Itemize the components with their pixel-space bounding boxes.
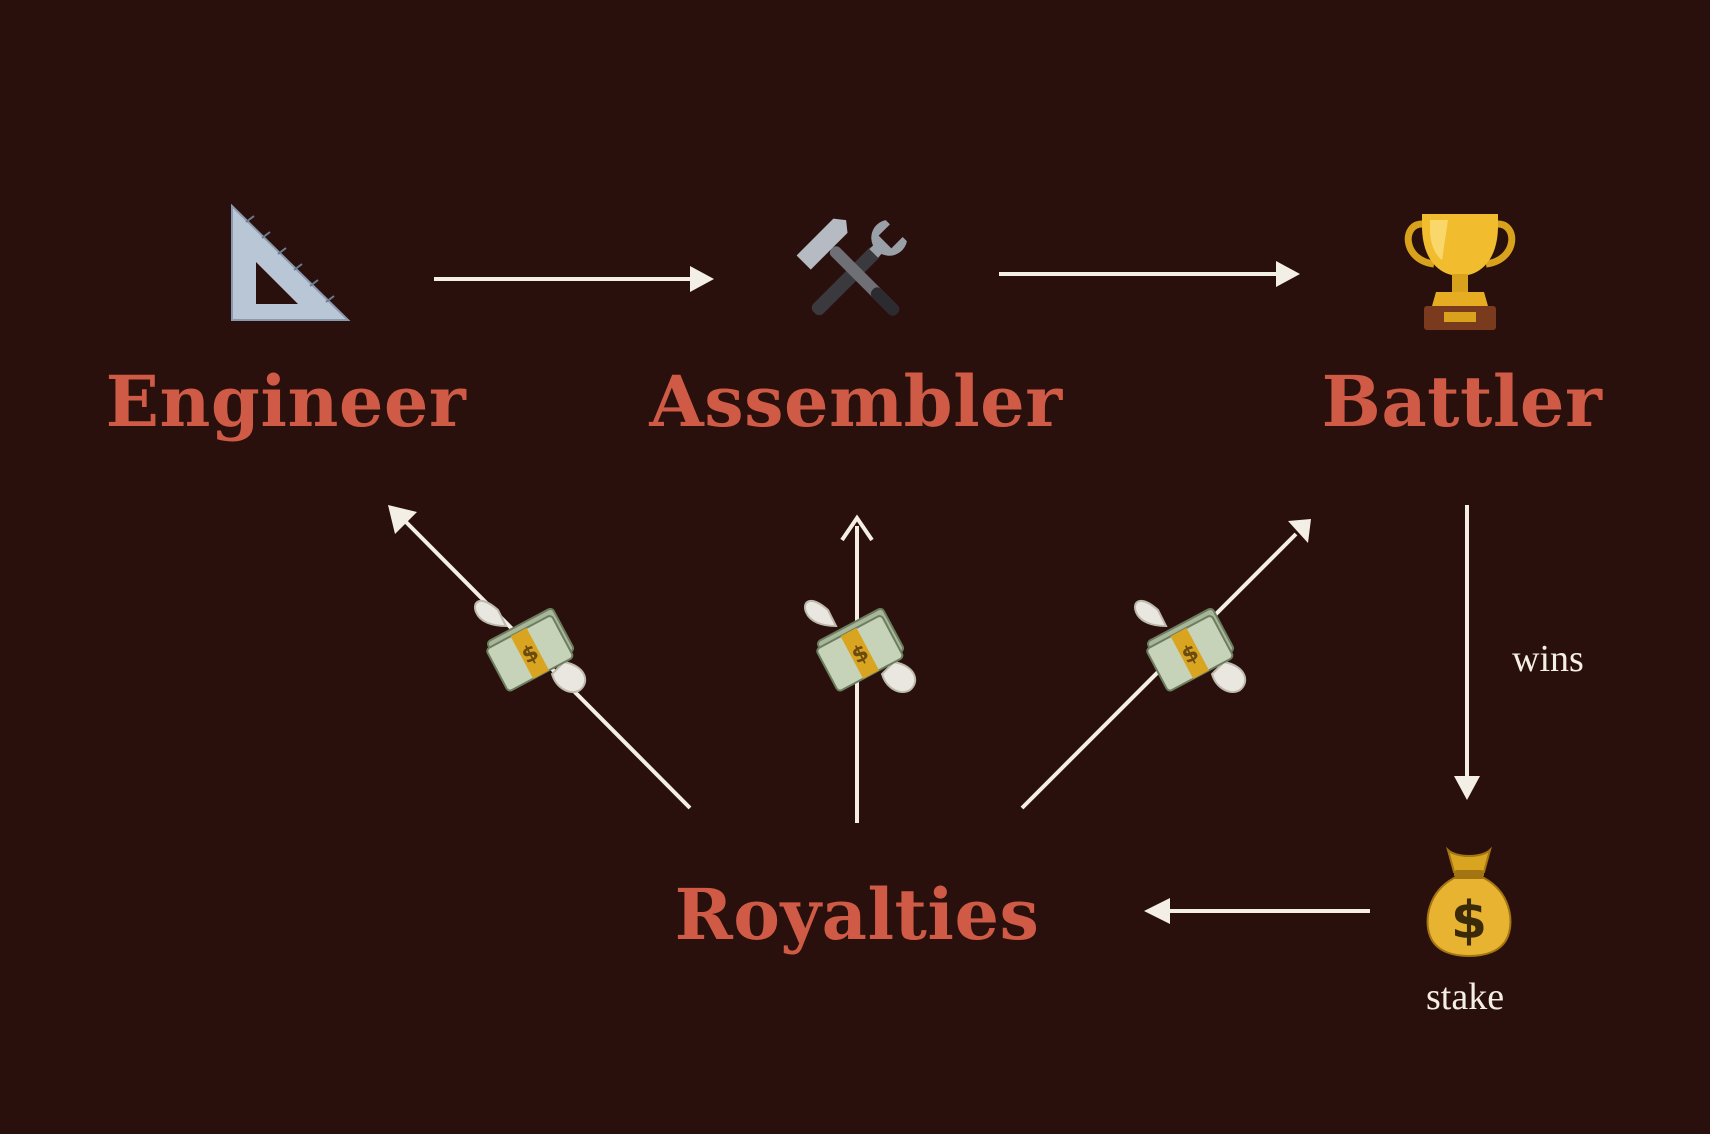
- wins-label: wins: [1512, 638, 1584, 680]
- money-with-wings-icon: $: [804, 599, 917, 693]
- trophy-icon: [1404, 214, 1516, 330]
- triangular-ruler-icon: [231, 204, 351, 321]
- money-with-wings-icon: $: [474, 599, 587, 693]
- stake-label: stake: [1426, 976, 1505, 1018]
- battler-label: Battler: [1321, 360, 1603, 443]
- engineer-label: Engineer: [105, 360, 467, 443]
- assembler-label: Assembler: [649, 360, 1063, 443]
- svg-text:$: $: [1451, 891, 1487, 951]
- money-with-wings-icon: $: [1134, 599, 1247, 693]
- money-bag-icon: $: [1426, 846, 1512, 958]
- royalties-label: Royalties: [674, 873, 1040, 956]
- hammer-and-wrench-icon: [796, 218, 907, 316]
